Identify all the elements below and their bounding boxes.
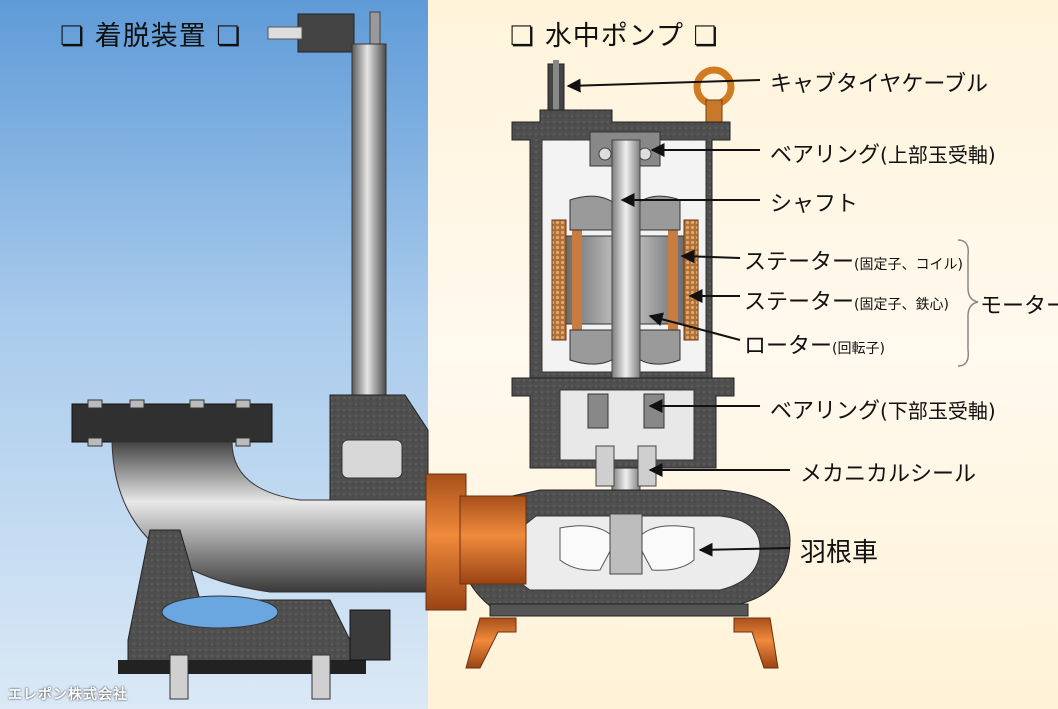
label-stator-coil: ステーター(固定子、コイル) — [744, 250, 963, 275]
label-bearing-upper: ベアリング(上部玉受軸) — [770, 143, 996, 168]
label-motor: モーター — [980, 294, 1058, 319]
title-submersible-pump: ❏ 水中ポンプ ❏ — [510, 21, 719, 52]
company-logo: エレポン株式会社 — [8, 687, 128, 703]
title-detaching-device: ❏ 着脱装置 ❏ — [60, 21, 242, 52]
motor-brace — [957, 239, 979, 367]
pump-body — [425, 60, 791, 669]
label-stator-core: ステーター(固定子、鉄心) — [744, 290, 949, 315]
guide-rail-assembly — [71, 11, 429, 700]
label-bearing-lower: ベアリング(下部玉受軸) — [770, 399, 996, 424]
label-mechanical-seal: メカニカルシール — [800, 462, 977, 487]
label-cabtire-cable: キャブタイヤケーブル — [770, 72, 989, 97]
label-impeller: 羽根車 — [800, 538, 879, 568]
label-rotor: ローター(回転子) — [744, 334, 885, 359]
label-shaft: シャフト — [770, 192, 859, 217]
